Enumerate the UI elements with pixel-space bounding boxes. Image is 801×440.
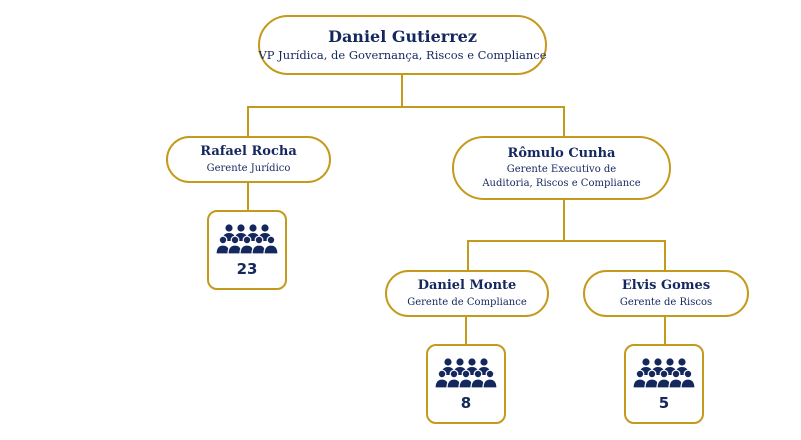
people-group-icon — [435, 357, 497, 388]
node-romulo-cunha: Rômulo Cunha Gerente Executivo de Audito… — [452, 136, 671, 200]
node-name: Rômulo Cunha — [507, 145, 616, 161]
node-elvis-gomes: Elvis Gomes Gerente de Riscos — [583, 270, 749, 317]
node-name: Elvis Gomes — [621, 277, 711, 293]
node-role: Gerente Executivo de Auditoria, Riscos e… — [482, 164, 641, 189]
connector-level1-bar — [247, 106, 565, 108]
connector-elvis-gomes-team — [664, 315, 666, 345]
connector-to-daniel-monte — [467, 240, 469, 271]
connector-to-elvis-gomes — [664, 240, 666, 271]
connector-daniel-monte-team — [465, 315, 467, 345]
team-size-count: 5 — [658, 393, 670, 412]
node-daniel-monte: Daniel Monte Gerente de Compliance — [385, 270, 549, 317]
team-size-count: 8 — [460, 393, 472, 412]
node-name: Daniel Gutierrez — [328, 26, 477, 46]
connector-to-romulo — [563, 106, 565, 137]
node-role: Gerente Jurídico — [206, 162, 291, 174]
connector-romulo-down — [563, 198, 565, 241]
node-role: Gerente de Compliance — [407, 296, 527, 308]
connector-rafael-team — [247, 181, 249, 211]
node-daniel-gutierrez: Daniel Gutierrez VP Jurídica, de Governa… — [258, 15, 547, 75]
people-group-icon — [633, 357, 695, 388]
connector-to-rafael — [247, 106, 249, 137]
connector-root-down — [401, 73, 403, 108]
node-role: VP Jurídica, de Governança, Riscos e Com… — [258, 47, 547, 62]
people-group-icon — [216, 223, 278, 254]
team-size-card-rafael-rocha: 23 — [207, 210, 287, 290]
team-size-card-daniel-monte: 8 — [426, 344, 506, 424]
team-size-count: 23 — [236, 259, 258, 278]
team-size-card-elvis-gomes: 5 — [624, 344, 704, 424]
node-rafael-rocha: Rafael Rocha Gerente Jurídico — [166, 136, 331, 183]
node-name: Rafael Rocha — [200, 143, 297, 159]
node-role: Gerente de Riscos — [619, 296, 713, 308]
node-name: Daniel Monte — [417, 277, 517, 293]
connector-level2-bar — [467, 240, 665, 242]
